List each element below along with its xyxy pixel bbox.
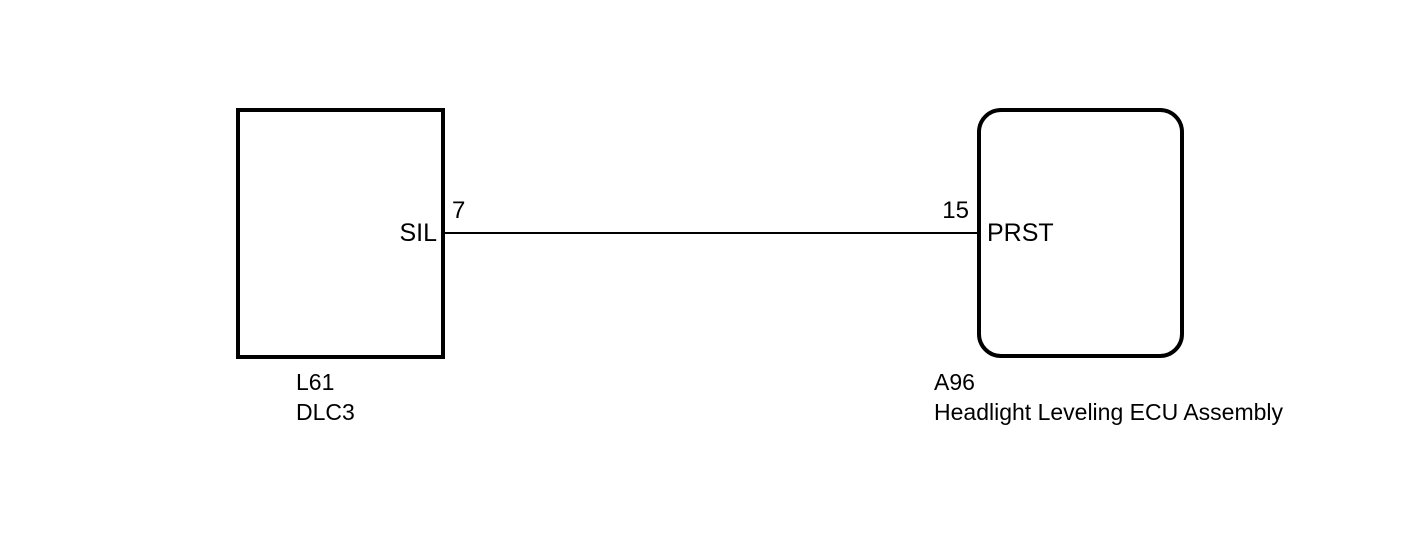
component-caption-headlight-leveling-ecu: A96 Headlight Leveling ECU Assembly <box>934 367 1283 427</box>
component-caption-dlc3: L61 DLC3 <box>296 367 355 427</box>
component-name-headlight-leveling-ecu-assembly: Headlight Leveling ECU Assembly <box>934 399 1284 425</box>
pin-number-ecu-prst: 15 <box>942 197 969 224</box>
terminal-name-sil: SIL <box>399 219 437 247</box>
connector-box-headlight-leveling-ecu <box>977 108 1184 358</box>
terminal-name-prst: PRST <box>987 219 1054 247</box>
connector-box-dlc3 <box>236 108 445 359</box>
component-code-a96: A96 <box>934 369 975 395</box>
wire-sil-to-prst <box>445 232 977 234</box>
pin-number-dlc3-sil: 7 <box>452 197 466 224</box>
component-code-l61: L61 <box>296 369 335 395</box>
component-name-dlc3: DLC3 <box>296 399 355 425</box>
